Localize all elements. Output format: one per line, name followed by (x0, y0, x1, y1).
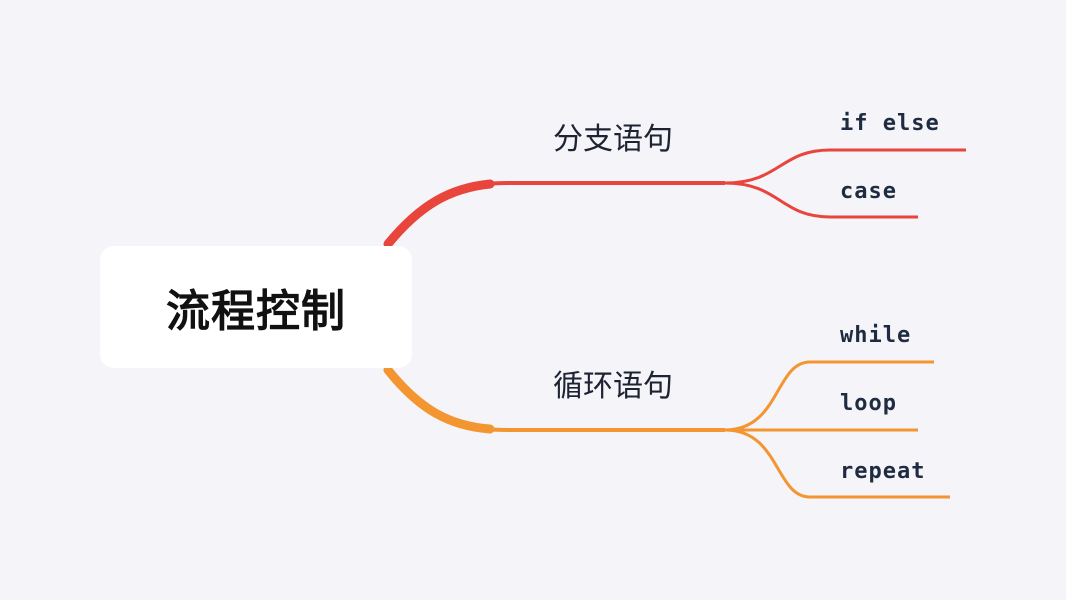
connector-root-to-branch-loop-thick (383, 365, 495, 434)
connector-branch-loop-to-while (724, 360, 934, 432)
branch-node-loop[interactable]: 循环语句 (553, 372, 673, 402)
connector-branch-conditional-to-if-else (724, 148, 966, 185)
leaf-node-while-label: while (840, 323, 912, 348)
branch-node-conditional[interactable]: 分支语句 (553, 125, 673, 155)
leaf-node-loop-label: loop (840, 391, 897, 416)
connector-branch-conditional-to-case (724, 181, 918, 219)
connector-root-to-branch-conditional-thick (383, 179, 495, 249)
leaf-node-if-else[interactable]: if else (840, 113, 940, 135)
root-node-label: 流程控制 (166, 286, 346, 337)
leaf-node-case-label: case (840, 179, 897, 204)
leaf-node-if-else-label: if else (840, 111, 940, 136)
connector-root-to-branch-conditional (384, 181, 725, 248)
branch-node-loop-label: 循环语句 (553, 369, 673, 404)
root-node[interactable]: 流程控制 (100, 246, 412, 368)
leaf-node-repeat[interactable]: repeat (840, 461, 925, 483)
branch-node-conditional-label: 分支语句 (553, 122, 673, 157)
leaf-node-repeat-label: repeat (840, 459, 926, 484)
leaf-node-loop[interactable]: loop (840, 393, 897, 415)
connector-branch-loop-to-repeat (724, 428, 950, 499)
leaf-node-case[interactable]: case (840, 181, 897, 203)
leaf-node-while[interactable]: while (840, 325, 911, 347)
